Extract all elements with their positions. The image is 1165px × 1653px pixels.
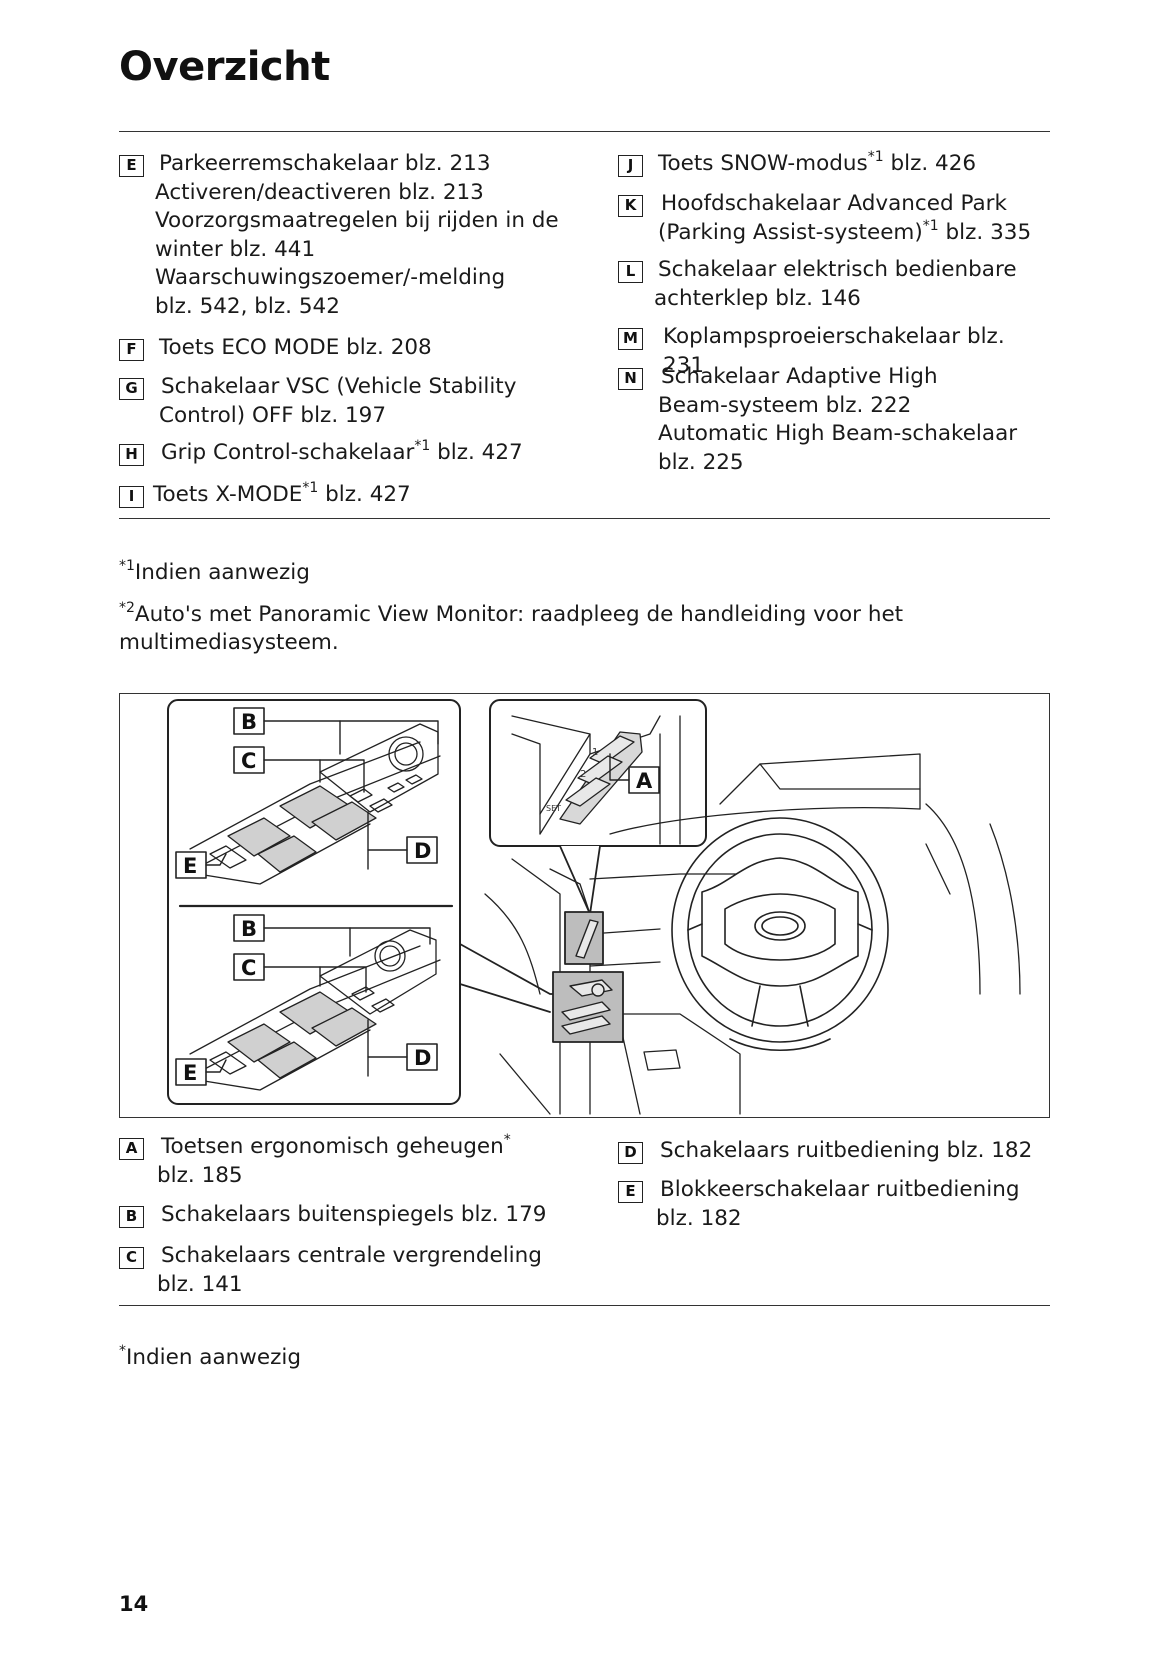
entry-line: Activeren/deactiveren blz. 213 bbox=[155, 179, 484, 205]
entry-line: Schakelaars centrale vergrendeling bbox=[161, 1243, 542, 1268]
seat-set-label: SET bbox=[546, 804, 561, 813]
entry-line: Hoofdschakelaar Advanced Park bbox=[661, 191, 1007, 216]
entry-line: Schakelaar elektrisch bedienbare bbox=[658, 257, 1017, 282]
seat-memory-panel bbox=[511, 715, 681, 845]
entry-f: F Toets ECO MODE blz. 208 bbox=[119, 334, 589, 363]
key-badge: E bbox=[618, 1181, 643, 1203]
entry-j: J Toets SNOW-modus*1 blz. 426 bbox=[618, 150, 1048, 179]
entry-line: Beam-systeem blz. 222 bbox=[658, 392, 912, 418]
entry-b: B Schakelaars buitenspiegels blz. 179 bbox=[119, 1201, 589, 1230]
entry-n: N Schakelaar Adaptive High Beam-systeem … bbox=[618, 363, 1048, 477]
entry-line: Parkeerremschakelaar blz. 213 bbox=[159, 151, 491, 176]
entry-line: Control) OFF blz. 197 bbox=[159, 402, 387, 428]
entry-e-bottom: E Blokkeerschakelaar ruitbediening blz. … bbox=[618, 1176, 1048, 1233]
label-d-upper: D bbox=[414, 839, 431, 863]
seat-button-2-label: 2 bbox=[580, 769, 586, 780]
key-badge: D bbox=[618, 1142, 643, 1164]
key-badge: B bbox=[119, 1206, 144, 1228]
label-b-upper: B bbox=[241, 710, 257, 734]
label-e-lower: E bbox=[183, 1061, 197, 1085]
key-badge: E bbox=[119, 155, 144, 177]
entry-line: Toetsen ergonomisch geheugen* bbox=[161, 1132, 511, 1159]
entry-m: M Koplampsproeierschakelaar blz. 231 bbox=[618, 323, 1048, 380]
entry-line: Automatic High Beam-schakelaar bbox=[658, 421, 1018, 446]
entry-line: Toets X-MODE*1 blz. 427 bbox=[153, 480, 411, 507]
entry-line: Blokkeerschakelaar ruitbediening bbox=[660, 1177, 1020, 1202]
entry-i: I Toets X-MODE*1 blz. 427 bbox=[119, 481, 589, 510]
entry-line: blz. 185 bbox=[157, 1162, 243, 1188]
callout-pointer bbox=[459, 943, 566, 995]
entry-line: Toets SNOW-modus*1 blz. 426 bbox=[658, 149, 977, 176]
mirror-left-label: L bbox=[120, 694, 121, 695]
console-switch bbox=[643, 1049, 681, 1071]
footnote-2: *2Auto's met Panoramic View Monitor: raa… bbox=[119, 600, 904, 655]
entry-line: blz. 141 bbox=[157, 1271, 243, 1297]
illustration-svg: B C D E B C bbox=[120, 694, 1021, 1115]
entry-line: Koplampsproeierschakelaar blz. 231 bbox=[663, 324, 1005, 378]
door-switch-inset bbox=[552, 911, 624, 1043]
label-c-lower: C bbox=[241, 956, 256, 980]
entry-line: Schakelaars buitenspiegels blz. 179 bbox=[161, 1202, 547, 1227]
key-badge: I bbox=[119, 486, 144, 508]
label-e-upper: E bbox=[183, 854, 197, 878]
seat-button-1-label: 1 bbox=[592, 747, 598, 758]
entry-line: blz. 182 bbox=[656, 1205, 742, 1231]
entry-line: Grip Control-schakelaar*1 blz. 427 bbox=[161, 438, 523, 465]
entry-line: Waarschuwingszoemer/-melding bbox=[155, 265, 506, 290]
key-badge: G bbox=[119, 378, 144, 400]
label-d-lower: D bbox=[414, 1046, 431, 1070]
key-badge: C bbox=[119, 1247, 144, 1269]
key-badge: K bbox=[618, 195, 643, 217]
key-badge: J bbox=[618, 155, 643, 177]
bottom-footnote: *Indien aanwezig bbox=[119, 1343, 301, 1370]
label-b-lower: B bbox=[241, 917, 257, 941]
entry-k: K Hoofdschakelaar Advanced Park (Parking… bbox=[618, 190, 1048, 247]
entry-line: winter blz. 441 bbox=[155, 236, 316, 262]
key-badge: A bbox=[119, 1138, 144, 1160]
page-title: Overzicht bbox=[119, 44, 330, 90]
entry-e: E Parkeerremschakelaar blz. 213 Activere… bbox=[119, 150, 589, 321]
label-c-upper: C bbox=[241, 749, 256, 773]
entry-g: G Schakelaar VSC (Vehicle Stability Cont… bbox=[119, 373, 589, 430]
entry-line: Schakelaars ruitbediening blz. 182 bbox=[660, 1138, 1033, 1163]
door-switch-upper bbox=[189, 723, 441, 885]
door-switch-lower bbox=[189, 929, 441, 1091]
entry-line: Toets ECO MODE blz. 208 bbox=[159, 335, 432, 360]
entry-line: blz. 225 bbox=[658, 449, 744, 475]
entry-h: H Grip Control-schakelaar*1 blz. 427 bbox=[119, 439, 589, 468]
entry-a: A Toetsen ergonomisch geheugen* blz. 185 bbox=[119, 1133, 589, 1190]
entry-line: Voorzorgsmaatregelen bij rijden in de bbox=[155, 208, 559, 233]
key-badge: F bbox=[119, 339, 144, 361]
switch-illustration: B C D E B C bbox=[119, 693, 1050, 1118]
key-badge: H bbox=[119, 444, 144, 466]
key-badge: N bbox=[618, 368, 643, 390]
entry-line: blz. 542, blz. 542 bbox=[155, 293, 340, 319]
entry-l: L Schakelaar elektrisch bedienbare achte… bbox=[618, 256, 1048, 313]
divider bbox=[119, 131, 1050, 132]
page-number: 14 bbox=[119, 1592, 149, 1616]
entry-d: D Schakelaars ruitbediening blz. 182 bbox=[618, 1137, 1048, 1166]
mirror-right-label: R bbox=[120, 694, 121, 695]
divider bbox=[119, 1305, 1050, 1306]
footnote-1: *1Indien aanwezig bbox=[119, 558, 310, 585]
entry-c: C Schakelaars centrale vergrendeling blz… bbox=[119, 1242, 589, 1299]
key-badge: L bbox=[618, 261, 643, 283]
entry-line: (Parking Assist-systeem)*1 blz. 335 bbox=[658, 217, 1032, 245]
label-a: A bbox=[636, 769, 653, 793]
key-badge: M bbox=[618, 328, 643, 350]
entry-line: achterklep blz. 146 bbox=[654, 285, 861, 311]
divider bbox=[119, 518, 1050, 519]
steering-wheel bbox=[671, 817, 889, 1051]
entry-line: Schakelaar VSC (Vehicle Stability bbox=[161, 374, 517, 399]
entry-line: Schakelaar Adaptive High bbox=[661, 364, 938, 389]
